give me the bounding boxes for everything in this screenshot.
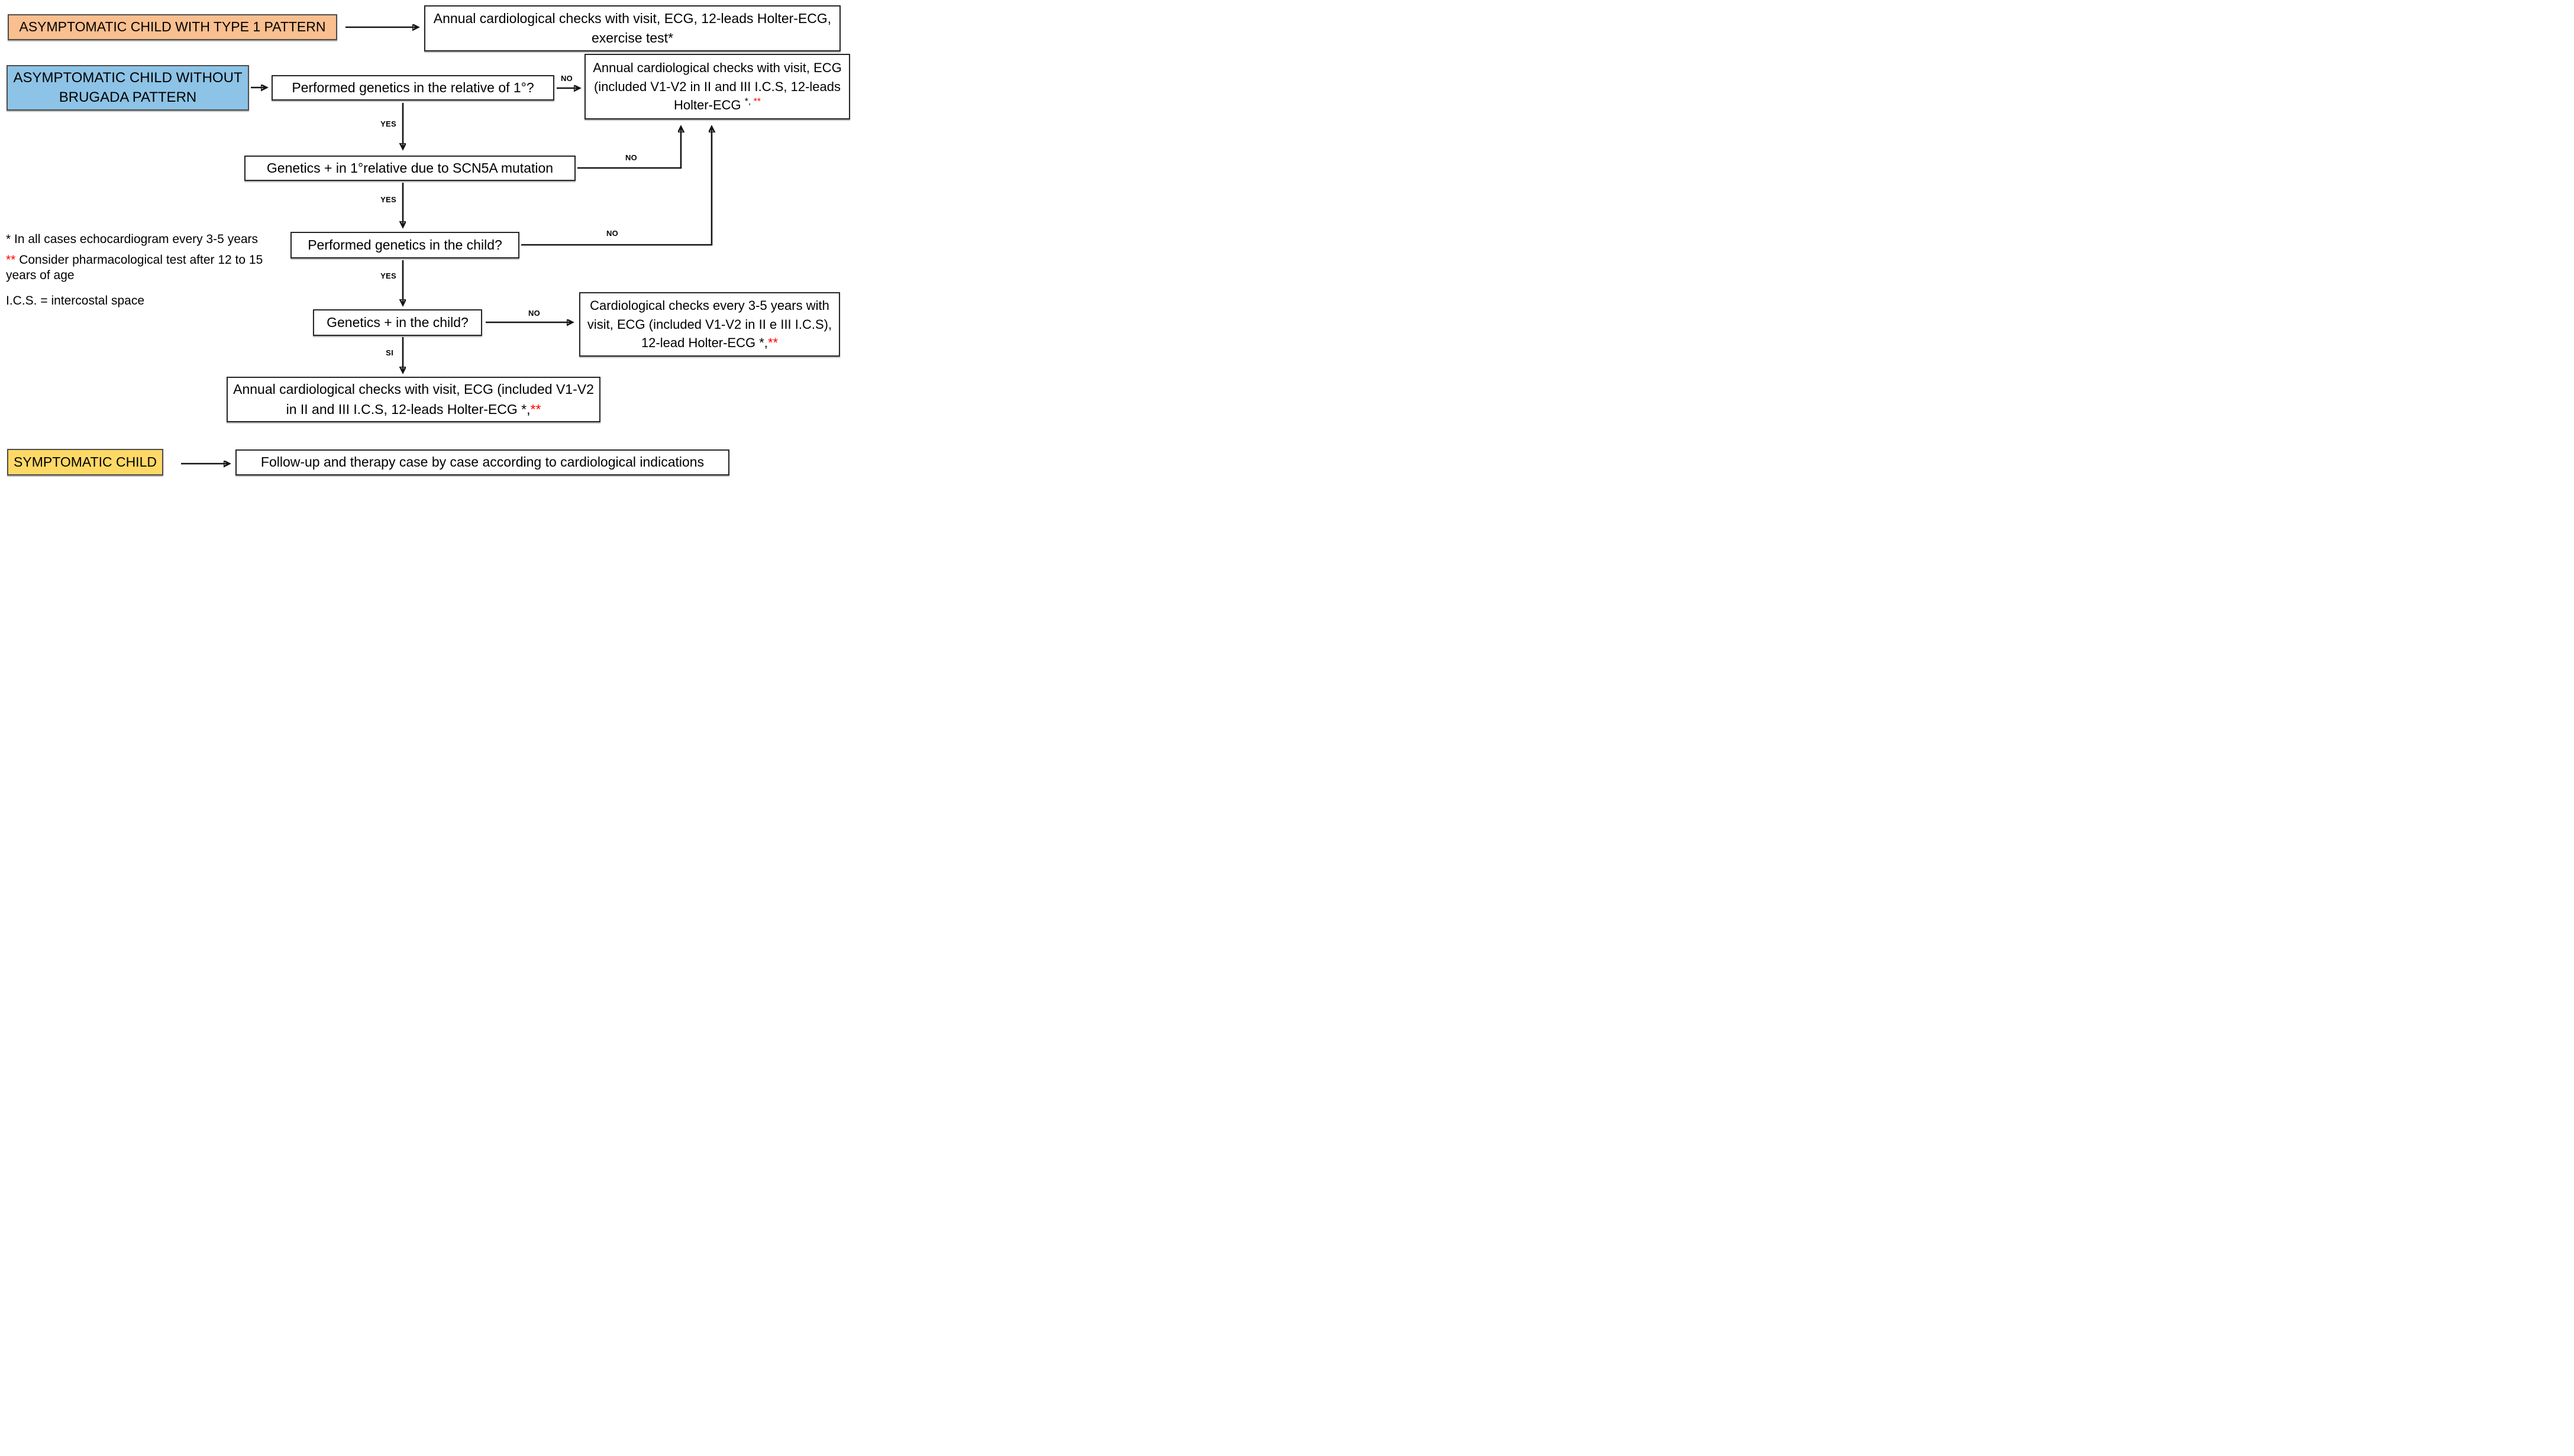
node-asymptomatic-without-pattern: ASYMPTOMATIC CHILD WITHOUT BRUGADA PATTE… xyxy=(7,65,249,111)
node-question-genetics-child: Performed genetics in the child? xyxy=(290,232,519,258)
note-echocardiogram-marker: * xyxy=(6,232,11,246)
asterisk-black: *, xyxy=(759,335,768,351)
annual-checks-child-main: Annual cardiological checks with visit, … xyxy=(233,381,594,417)
note-pharmacological-marker: ** xyxy=(6,253,16,267)
edge-label-yes-scn5a: YES xyxy=(380,195,396,204)
edge-label-no-scn5a: NO xyxy=(625,153,638,162)
genetics-positive-child-text: Genetics + in the child? xyxy=(327,314,469,330)
edge-label-si-child-pos: SI xyxy=(386,348,393,357)
node-genetics-positive-relative: Genetics + in 1°relative due to SCN5A mu… xyxy=(244,156,576,181)
genetics-positive-relative-text: Genetics + in 1°relative due to SCN5A mu… xyxy=(266,160,554,176)
note-echocardiogram: * In all cases echocardiogram every 3-5 … xyxy=(6,232,284,247)
edge-label-yes-child-test: YES xyxy=(380,271,396,280)
node-annual-checks-type1-text: Annual cardiological checks with visit, … xyxy=(433,10,832,46)
annual-checks-v1v2-text: Annual cardiological checks with visit, … xyxy=(590,59,844,115)
arrow-no-child-test-elbow xyxy=(521,127,712,246)
asterisk-red: ** xyxy=(753,97,761,108)
asterisk-black: *, xyxy=(744,97,754,108)
note-ics-definition: I.C.S. = intercostal space xyxy=(6,294,145,308)
node-asymptomatic-type1: ASYMPTOMATIC CHILD WITH TYPE 1 PATTERN xyxy=(8,14,337,40)
asterisk-red: ** xyxy=(767,335,779,351)
edge-label-no-relative: NO xyxy=(560,74,573,83)
annual-checks-v1v2-main: Annual cardiological checks with visit, … xyxy=(593,60,842,113)
question-genetics-child-text: Performed genetics in the child? xyxy=(308,237,502,253)
node-annual-checks-v1v2: Annual cardiological checks with visit, … xyxy=(584,54,850,119)
question-genetics-relative-text: Performed genetics in the relative of 1°… xyxy=(292,79,534,95)
note-echocardiogram-text: In all cases echocardiogram every 3-5 ye… xyxy=(11,232,259,246)
node-annual-checks-child: Annual cardiological checks with visit, … xyxy=(227,377,600,422)
annual-checks-child-text: Annual cardiological checks with visit, … xyxy=(232,380,595,419)
edge-label-no-child-pos: NO xyxy=(528,309,541,318)
edge-label-yes-relative: YES xyxy=(380,119,396,128)
checks-3-5-main: Cardiological checks every 3-5 years wit… xyxy=(587,297,832,351)
note-pharmacological-test: ** Consider pharmacological test after 1… xyxy=(6,253,290,284)
node-genetics-positive-child: Genetics + in the child? xyxy=(313,309,482,336)
node-symptomatic-child: SYMPTOMATIC CHILD xyxy=(7,449,163,475)
flowchart-canvas: ASYMPTOMATIC CHILD WITH TYPE 1 PATTERN A… xyxy=(0,0,852,482)
asterisk-black: *, xyxy=(521,401,531,417)
node-question-genetics-relative: Performed genetics in the relative of 1°… xyxy=(272,75,554,101)
node-followup-therapy: Follow-up and therapy case by case accor… xyxy=(235,449,729,475)
node-annual-checks-type1: Annual cardiological checks with visit, … xyxy=(424,5,841,51)
edge-label-no-child-test: NO xyxy=(606,229,619,238)
asterisk-red: ** xyxy=(530,401,541,417)
checks-every-3-5-years-text: Cardiological checks every 3-5 years wit… xyxy=(585,296,834,353)
note-pharmacological-text: Consider pharmacological test after 12 t… xyxy=(6,253,263,283)
node-checks-every-3-5-years: Cardiological checks every 3-5 years wit… xyxy=(579,292,840,357)
followup-therapy-text: Follow-up and therapy case by case accor… xyxy=(260,454,705,470)
